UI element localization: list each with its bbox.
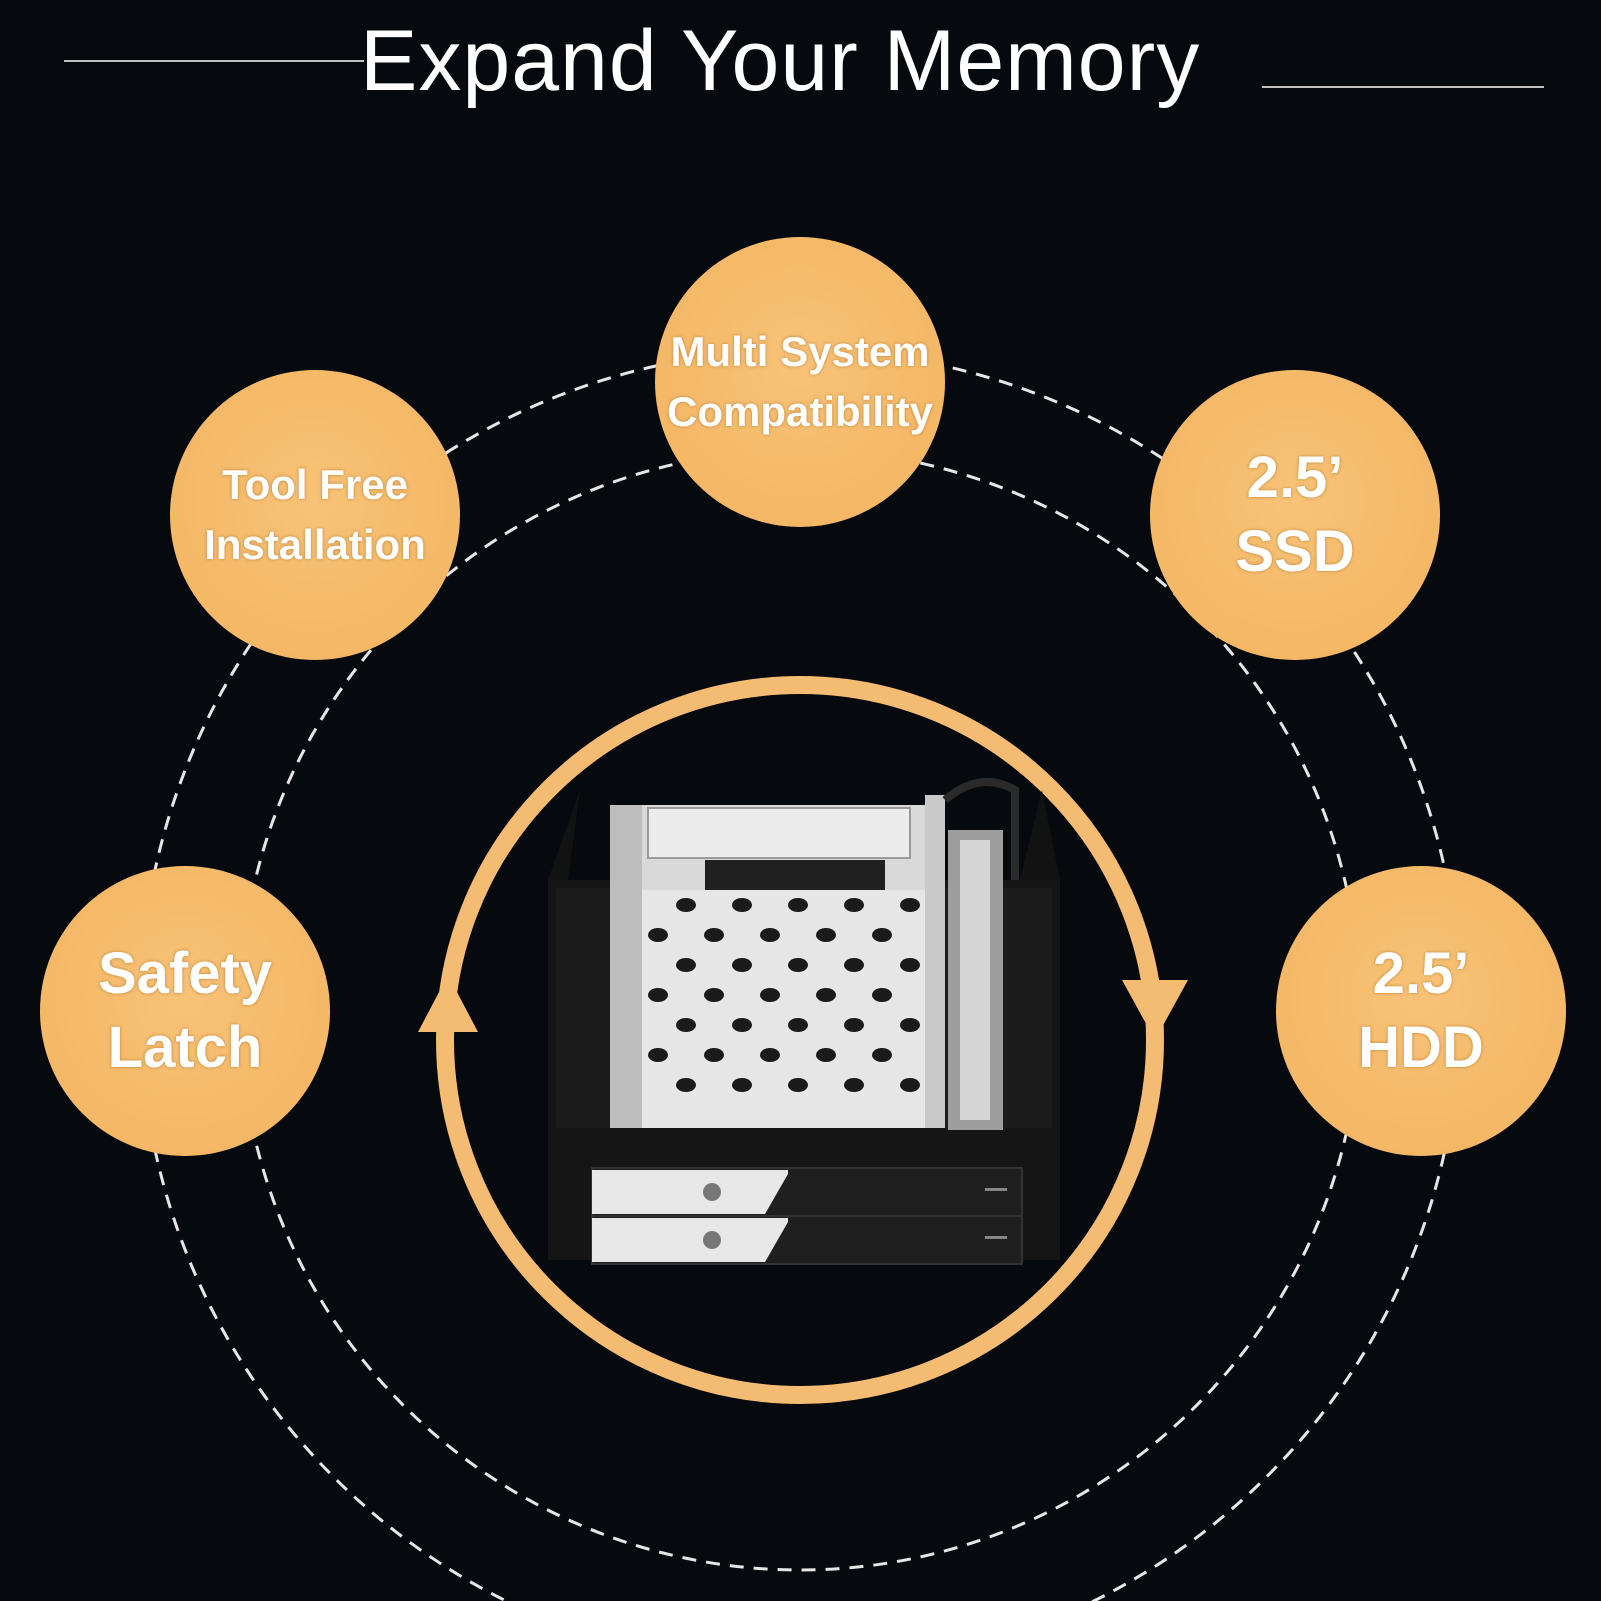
title-rule-right [1262,86,1544,88]
hdd-enclosure-image [548,778,1060,1265]
feature-hdd: 2.5’ HDD [1276,866,1566,1156]
feature-multi-system-compatibility: Multi System Compatibility [655,237,945,527]
feature-line1: Multi System [670,328,930,375]
feature-ssd: 2.5’ SSD [1150,370,1440,660]
title-rule-left [64,60,364,62]
feature-line1: Safety [97,941,273,1006]
ring-arrow-down-icon [1122,980,1188,1040]
page-title: Expand Your Memory [360,13,1201,109]
feature-line1: Tool Free [222,461,408,508]
feature-line2: Latch [107,1015,263,1080]
feature-tool-free-installation: Tool Free Installation [170,370,460,660]
ring-arrow-up-icon [418,975,478,1032]
feature-line2: Installation [204,521,426,568]
feature-line2: HDD [1358,1015,1484,1080]
vent-holes [648,898,920,1092]
feature-line1: 2.5’ [1246,445,1344,510]
feature-line1: 2.5’ [1372,941,1470,1006]
feature-line2: Compatibility [666,388,933,435]
feature-line2: SSD [1235,519,1355,584]
feature-safety-latch: Safety Latch [40,866,330,1156]
